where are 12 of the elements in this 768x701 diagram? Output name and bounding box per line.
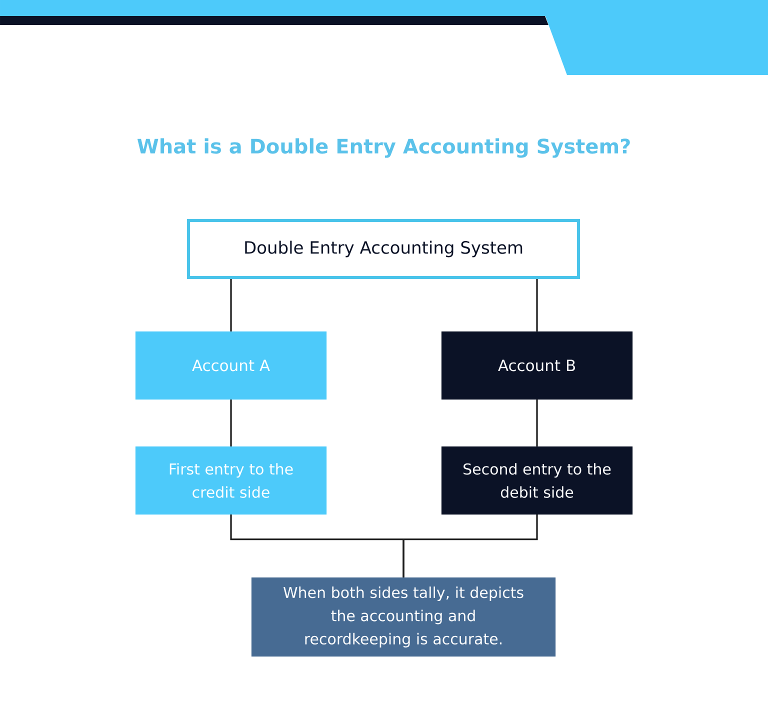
process-box: Second entry to the debit side	[441, 446, 633, 515]
connector-line	[536, 400, 538, 446]
connector-line	[230, 278, 232, 332]
title: What is a Double Entry Accounting System?	[137, 138, 630, 158]
connector-line	[402, 514, 538, 578]
connector-line	[230, 400, 232, 446]
process-box: Double Entry Accounting System	[187, 218, 580, 279]
process-box: When both sides tally, it depicts the accounting and recordkeeping is accurate.	[251, 577, 556, 657]
process-box: Account B	[441, 331, 633, 400]
process-box: First entry to the credit side	[135, 446, 327, 515]
process-box: Account A	[135, 331, 327, 400]
connector-line	[536, 278, 538, 332]
